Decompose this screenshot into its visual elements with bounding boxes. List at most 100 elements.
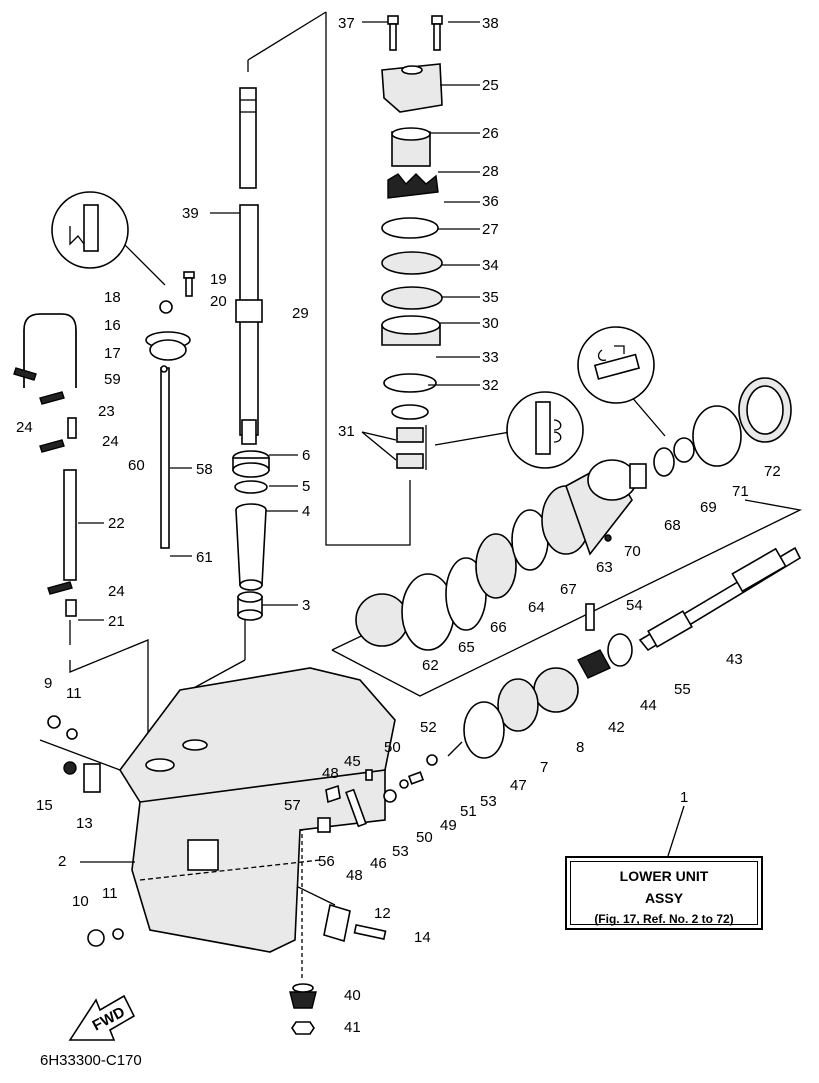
drive-shaft [235, 87, 263, 445]
detail-callout-left [51, 191, 129, 269]
part-label-5: 5 [302, 478, 310, 495]
part-label-31: 31 [338, 423, 355, 440]
part-label-23: 23 [98, 403, 115, 420]
part-label-42: 42 [608, 719, 625, 736]
part-label-70: 70 [624, 543, 641, 560]
part-label-36: 36 [482, 193, 499, 210]
forward-arrow-icon: FWD [68, 994, 136, 1041]
part-label-28: 28 [482, 163, 499, 180]
part-label-16: 16 [104, 317, 121, 334]
detail-callout-right-top [577, 326, 655, 404]
part-label-45: 45 [344, 753, 361, 770]
part-label-34: 34 [482, 257, 499, 274]
part-label-66: 66 [490, 619, 507, 636]
water-pump-parts [381, 15, 443, 470]
part-label-50a: 50 [384, 739, 401, 756]
part-label-46: 46 [370, 855, 387, 872]
part-label-54: 54 [626, 597, 643, 614]
part-label-35: 35 [482, 289, 499, 306]
propeller-shaft-assembly [355, 377, 802, 759]
part-label-44: 44 [640, 697, 657, 714]
part-label-53b: 53 [480, 793, 497, 810]
part-label-65: 65 [458, 639, 475, 656]
part-label-30: 30 [482, 315, 499, 332]
part-labels: 1 2 3 4 5 6 7 8 9 10 11 11 12 13 14 15 1… [16, 15, 781, 1036]
part-label-41: 41 [344, 1019, 361, 1036]
part-label-25: 25 [482, 77, 499, 94]
bearing-parts-stack [232, 450, 270, 621]
part-label-48b: 48 [346, 867, 363, 884]
part-label-53a: 53 [392, 843, 409, 860]
part-label-39: 39 [182, 205, 199, 222]
part-label-22: 22 [108, 515, 125, 532]
part-label-69: 69 [700, 499, 717, 516]
part-label-32: 32 [482, 377, 499, 394]
part-label-2: 2 [58, 853, 66, 870]
part-label-51: 51 [460, 803, 477, 820]
part-label-11a: 11 [66, 685, 82, 702]
water-tube-parts [13, 271, 195, 617]
part-label-27: 27 [482, 221, 499, 238]
assembly-title-line2: ASSY [644, 890, 684, 906]
gearcase-housing [47, 667, 396, 953]
part-label-57: 57 [284, 797, 301, 814]
part-label-62: 62 [422, 657, 439, 674]
part-label-60: 60 [128, 457, 145, 474]
part-label-24a: 24 [16, 419, 33, 436]
pinion-gear [289, 983, 317, 1035]
part-label-29: 29 [292, 305, 309, 322]
assembly-reference-inner: LOWER UNIT ASSY (Fig. 17, Ref. No. 2 to … [570, 861, 758, 926]
part-label-52: 52 [420, 719, 437, 736]
part-label-47: 47 [510, 777, 527, 794]
part-label-24b: 24 [102, 433, 119, 450]
part-label-59: 59 [104, 371, 121, 388]
part-label-33: 33 [482, 349, 499, 366]
part-label-71: 71 [732, 483, 749, 500]
part-label-9: 9 [44, 675, 52, 692]
part-label-56: 56 [318, 853, 335, 870]
assembly-title-line1: LOWER UNIT [619, 868, 709, 884]
part-label-3: 3 [302, 597, 310, 614]
part-label-4: 4 [302, 503, 310, 520]
part-label-10: 10 [72, 893, 89, 910]
part-label-8: 8 [576, 739, 584, 756]
detail-callout-right-mid [506, 391, 584, 469]
part-label-64: 64 [528, 599, 545, 616]
part-label-18: 18 [104, 289, 121, 306]
part-label-58: 58 [196, 461, 213, 478]
guide-lines [39, 11, 803, 980]
part-label-7: 7 [540, 759, 548, 776]
part-label-38: 38 [482, 15, 499, 32]
part-label-26: 26 [482, 125, 499, 142]
part-label-63: 63 [596, 559, 613, 576]
part-label-11b: 11 [102, 885, 118, 902]
part-label-19: 19 [210, 271, 227, 288]
part-label-67: 67 [560, 581, 577, 598]
part-label-24c: 24 [108, 583, 125, 600]
part-label-15: 15 [36, 797, 53, 814]
part-label-37: 37 [338, 15, 355, 32]
part-label-40: 40 [344, 987, 361, 1004]
part-label-48a: 48 [322, 765, 339, 782]
diagram-code: 6H33300-C170 [40, 1052, 142, 1069]
part-label-20: 20 [210, 293, 227, 310]
part-label-55: 55 [674, 681, 691, 698]
part-label-1: 1 [680, 789, 688, 806]
part-label-68: 68 [664, 517, 681, 534]
part-label-17: 17 [104, 345, 121, 362]
part-label-49: 49 [440, 817, 457, 834]
part-label-50b: 50 [416, 829, 433, 846]
assembly-reference-box: LOWER UNIT ASSY (Fig. 17, Ref. No. 2 to … [565, 856, 763, 930]
shift-parts [317, 741, 463, 833]
part-label-61: 61 [196, 549, 213, 566]
part-label-13: 13 [76, 815, 93, 832]
part-label-6: 6 [302, 447, 310, 464]
part-label-14: 14 [414, 929, 431, 946]
part-label-72: 72 [764, 463, 781, 480]
part-label-43: 43 [726, 651, 743, 668]
assembly-reference-note: (Fig. 17, Ref. No. 2 to 72) [594, 912, 734, 926]
part-label-12: 12 [374, 905, 391, 922]
part-label-21: 21 [108, 613, 125, 630]
label-leaders [78, 21, 685, 863]
